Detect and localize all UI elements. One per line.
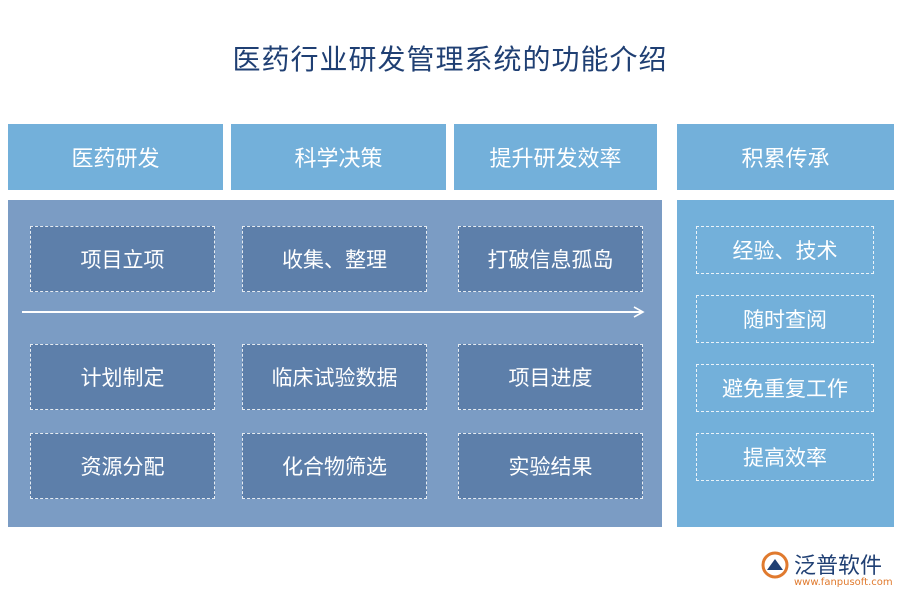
main-panel: 项目立项 收集、整理 打破信息孤岛 计划制定 临床试验数据 项目进度 资源分配 … <box>8 200 662 527</box>
side-panel: 经验、技术 随时查阅 避免重复工作 提高效率 <box>677 200 894 527</box>
fanpu-logo: 泛普软件 www.fanpusoft.com <box>760 548 893 592</box>
box-huahewu-shaixuan: 化合物筛选 <box>242 433 427 499</box>
box-jingyan-jishu: 经验、技术 <box>696 226 874 274</box>
box-bimian-chongfu-gongzuo: 避免重复工作 <box>696 364 874 412</box>
page-title: 医药行业研发管理系统的功能介绍 <box>232 43 668 76</box>
header-yiyao-yanfa: 医药研发 <box>8 124 223 190</box>
box-jihua-zhiding: 计划制定 <box>30 344 215 410</box>
box-ziyuan-fenpei: 资源分配 <box>30 433 215 499</box>
box-tigao-xiaolv: 提高效率 <box>696 433 874 481</box>
box-xiangmu-lixiang: 项目立项 <box>30 226 215 292</box>
box-dapo-xinxi-gudao: 打破信息孤岛 <box>458 226 643 292</box>
fanpu-logo-icon <box>761 551 789 579</box>
box-xiangmu-jindu: 项目进度 <box>458 344 643 410</box>
logo-name: 泛普软件 <box>794 554 883 579</box>
header-tisheng-xiaolv: 提升研发效率 <box>454 124 657 190</box>
box-shiyan-jieguo: 实验结果 <box>458 433 643 499</box>
header-jilei-chuancheng: 积累传承 <box>677 124 894 190</box>
box-suishi-chayue: 随时查阅 <box>696 295 874 343</box>
header-kexue-juece: 科学决策 <box>231 124 446 190</box>
logo-url: www.fanpusoft.com <box>794 577 893 588</box>
box-shouji-zhengli: 收集、整理 <box>242 226 427 292</box>
flow-arrow <box>22 306 645 318</box>
box-linchuang-shiyan-shuju: 临床试验数据 <box>242 344 427 410</box>
